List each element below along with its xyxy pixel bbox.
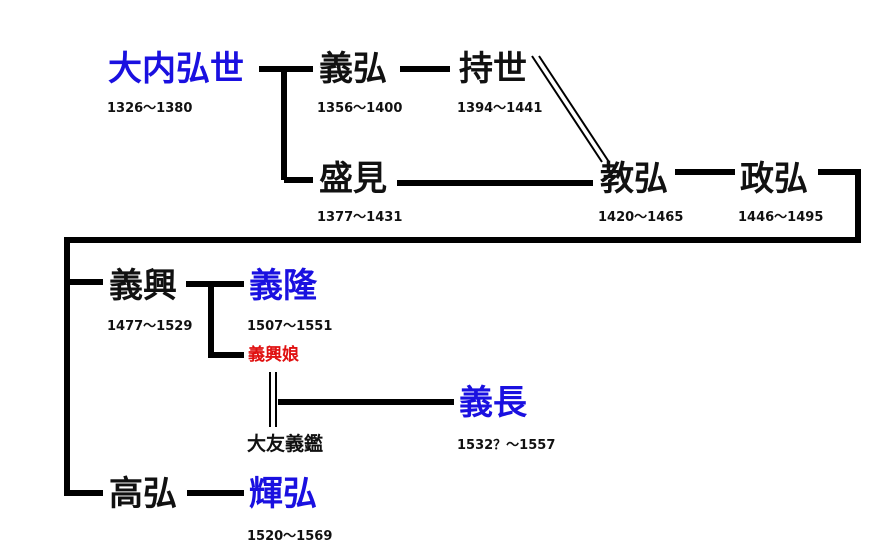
person-mochiyo-name: 持世 — [459, 49, 527, 89]
person-yoshihiro-name: 義弘 — [319, 49, 387, 89]
person-yoshioki-name: 義興 — [109, 266, 177, 306]
person-takahiro-name: 高弘 — [109, 474, 177, 514]
line-yoshioki-daughter — [208, 284, 244, 358]
adoption-line-b — [538, 55, 610, 163]
person-yoshinaga-years: 1532？～1557 — [457, 438, 556, 453]
person-hiroyo-years: 1326～1380 — [107, 101, 193, 116]
person-masahiro-name: 政弘 — [740, 159, 808, 199]
person-hiroyo-name: 大内弘世 — [108, 49, 244, 89]
person-mochiyo-years: 1394～1441 — [457, 101, 543, 116]
adoption-line-a — [531, 55, 603, 163]
person-morimi-name: 盛見 — [319, 159, 387, 199]
person-yoshioki-daughter-name: 義興娘 — [248, 345, 299, 365]
person-yoshitaka-years: 1507～1551 — [247, 319, 333, 334]
person-yoshinaga-name: 義長 — [459, 383, 527, 423]
person-otomo-yoshiaki-name: 大友義鑑 — [247, 433, 324, 455]
person-masahiro-years: 1446～1495 — [738, 210, 824, 225]
line-wrap-to-takahiro — [64, 282, 103, 496]
person-norihiro-years: 1420～1465 — [598, 210, 684, 225]
person-yoshitaka-name: 義隆 — [249, 266, 317, 306]
line-masahiro-wrap — [64, 169, 861, 285]
person-teruhiro-years: 1520～1569 — [247, 529, 333, 544]
person-yoshihiro-years: 1356～1400 — [317, 101, 403, 116]
person-norihiro-name: 教弘 — [600, 159, 668, 199]
person-morimi-years: 1377～1431 — [317, 210, 403, 225]
person-teruhiro-name: 輝弘 — [249, 474, 317, 514]
person-yoshioki-years: 1477～1529 — [107, 319, 193, 334]
